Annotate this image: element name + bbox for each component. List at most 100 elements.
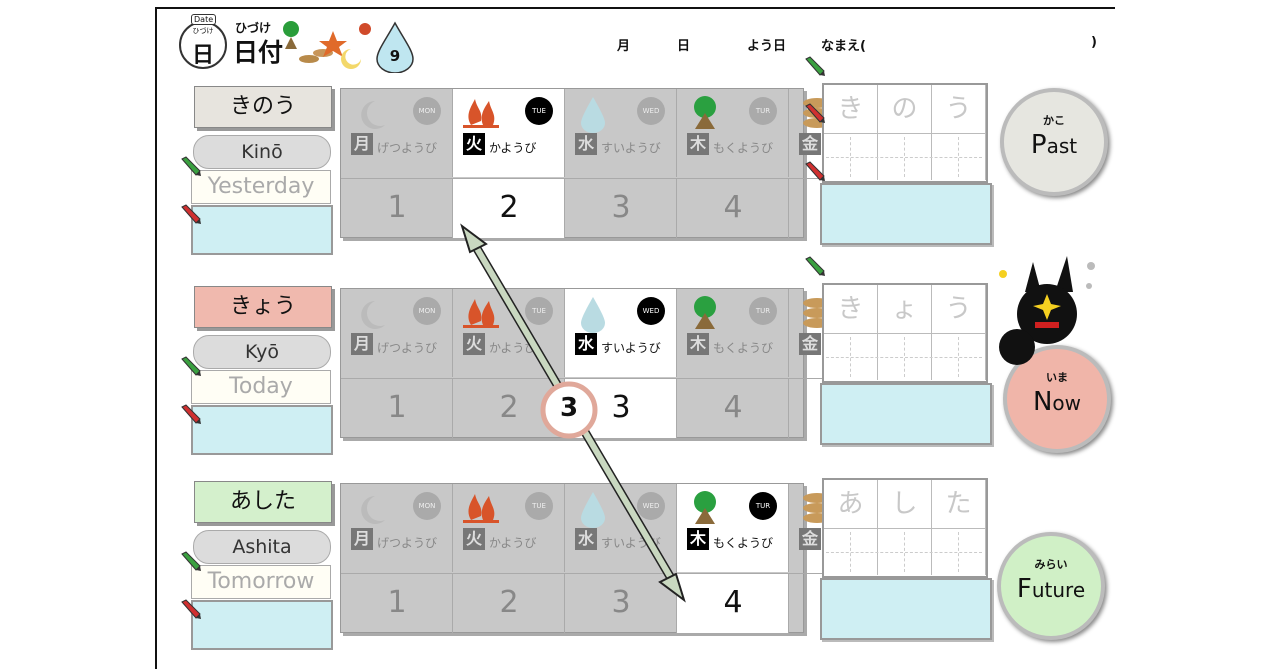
water-drop-icon <box>573 490 613 528</box>
weekday-kanji: 木 <box>687 333 709 355</box>
weekday-kanji: 月 <box>351 528 373 550</box>
day-number: 2 <box>499 190 519 225</box>
kana-trace-cell[interactable]: あ <box>824 480 878 529</box>
kana-practice-grid[interactable]: きのう <box>822 83 988 183</box>
kana-answer-box[interactable] <box>820 578 992 640</box>
red-pencil-icon <box>180 598 202 620</box>
title-ruby: ひづけ <box>235 21 272 35</box>
day-cell[interactable]: MON 月 げつようび 1 <box>341 484 453 633</box>
weekday-reading: げつようび <box>377 341 438 355</box>
weekday-kanji: 月 <box>351 133 373 155</box>
weekday-reading: かようび <box>489 536 537 550</box>
row-answer-box[interactable] <box>191 205 333 255</box>
worksheet: Date ひづけ 日 ひづけ 日付 9 月 日 よう日 なまえ( ) <box>155 7 1115 669</box>
time-button[interactable]: かこ Past <box>1000 88 1108 196</box>
kana-practice-grid[interactable]: あした <box>822 478 988 578</box>
weekday-abbr: TUE <box>525 492 553 520</box>
weekday-reading: げつようび <box>377 536 438 550</box>
kana-trace-cell[interactable]: し <box>878 480 932 529</box>
kana-answer-box[interactable] <box>820 383 992 445</box>
day-strip: MON 月 げつようび 1 TUE 火 かようび 2 WED 水 すいようび 3… <box>340 483 901 633</box>
weekday-kanji: 木 <box>687 528 709 550</box>
weekday-reading: げつようび <box>377 141 438 155</box>
time-button-initial: N <box>1032 387 1053 417</box>
weekday-kanji: 火 <box>463 133 485 155</box>
date-badge-ruby: ひづけ <box>192 27 214 35</box>
day-cell[interactable]: WED 水 すいようび 3 <box>565 484 677 633</box>
kana-trace-cell[interactable]: う <box>932 285 986 334</box>
fire-icon <box>461 95 501 133</box>
weekday-kanji: 金 <box>799 528 821 550</box>
moon-icon <box>349 95 389 133</box>
kana-practice-grid[interactable]: きょう <box>822 283 988 383</box>
day-cell[interactable]: TUR 木 もくようび 4 <box>677 289 789 438</box>
weekday-reading: もくようび <box>713 141 774 155</box>
kana-trace-cell[interactable]: き <box>824 285 878 334</box>
drop-number: 9 <box>389 47 401 65</box>
kana-trace-cell[interactable]: き <box>824 85 878 134</box>
weekday-kanji: 月 <box>351 333 373 355</box>
weekday-symbols-icon <box>283 21 371 69</box>
kana-trace-cell[interactable]: た <box>932 480 986 529</box>
day-cell[interactable]: TUE 火 かようび 2 <box>453 484 565 633</box>
row-answer-box[interactable] <box>191 600 333 650</box>
date-badge-kanji: 日 <box>191 43 214 68</box>
weekday-reading: かようび <box>489 341 537 355</box>
tree-icon <box>685 95 725 133</box>
green-pencil-icon <box>804 55 826 77</box>
row-answer-box[interactable] <box>191 405 333 455</box>
kana-answer-box[interactable] <box>820 183 992 245</box>
weekday-abbr: MON <box>413 492 441 520</box>
water-drop-icon <box>573 295 613 333</box>
day-cell[interactable]: TUR 木 もくようび 4 <box>677 89 789 238</box>
kana-write-cell[interactable] <box>932 334 986 380</box>
kana-write-cell[interactable] <box>932 134 986 180</box>
row-english: Yesterday <box>191 170 331 204</box>
row-title: きょう <box>194 286 332 328</box>
red-pencil-icon <box>180 403 202 425</box>
day-cell[interactable]: MON 月 げつようび 1 <box>341 89 453 238</box>
weekday-reading: もくようび <box>713 536 774 550</box>
row-romaji: Ashita <box>193 530 331 564</box>
day-cell[interactable]: WED 水 すいようび 3 <box>565 89 677 238</box>
weekday-abbr: TUR <box>749 297 777 325</box>
black-cat-icon <box>999 256 1095 365</box>
weekday-reading: すいようび <box>601 341 661 355</box>
time-button-ruby: かこ <box>1043 114 1065 127</box>
kana-write-cell[interactable] <box>932 529 986 575</box>
green-pencil-icon <box>804 255 826 277</box>
water-drop-icon: 9 <box>375 21 415 74</box>
weekday-abbr: TUE <box>525 297 553 325</box>
weekday-kanji: 水 <box>575 133 597 155</box>
day-number: 4 <box>723 190 743 225</box>
weekday-abbr: WED <box>637 97 665 125</box>
time-button[interactable]: みらい Future <box>997 532 1105 640</box>
center-marker: 3 <box>559 393 579 423</box>
green-pencil-icon <box>180 155 202 177</box>
time-button-initial: F <box>1016 574 1032 604</box>
weekday-reading: すいようび <box>601 141 661 155</box>
kana-trace-cell[interactable]: の <box>878 85 932 134</box>
kana-trace-cell[interactable]: ょ <box>878 285 932 334</box>
tree-icon <box>685 490 725 528</box>
time-button-ruby: みらい <box>1034 558 1068 571</box>
tree-icon <box>685 295 725 333</box>
day-number: 1 <box>387 585 407 620</box>
moon-icon <box>349 490 389 528</box>
weekday-kanji: 水 <box>575 333 597 355</box>
day-cell[interactable]: TUE 火 かようび 2 <box>453 89 565 238</box>
month-label: 月 <box>617 39 631 54</box>
day-cell[interactable]: TUR 木 もくようび 4 <box>677 484 789 633</box>
weekday-abbr: TUE <box>525 97 553 125</box>
name-label: なまえ( <box>821 39 866 54</box>
weekday-reading: すいようび <box>601 536 661 550</box>
row-title: きのう <box>194 86 332 128</box>
weekday-kanji: 火 <box>463 333 485 355</box>
time-button-label: ow <box>1052 391 1082 415</box>
kana-trace-cell[interactable]: う <box>932 85 986 134</box>
weekday-kanji: 金 <box>799 133 821 155</box>
day-cell[interactable]: MON 月 げつようび 1 <box>341 289 453 438</box>
day-number: 1 <box>387 390 407 425</box>
water-drop-icon <box>573 95 613 133</box>
time-button-initial: P <box>1030 130 1047 160</box>
